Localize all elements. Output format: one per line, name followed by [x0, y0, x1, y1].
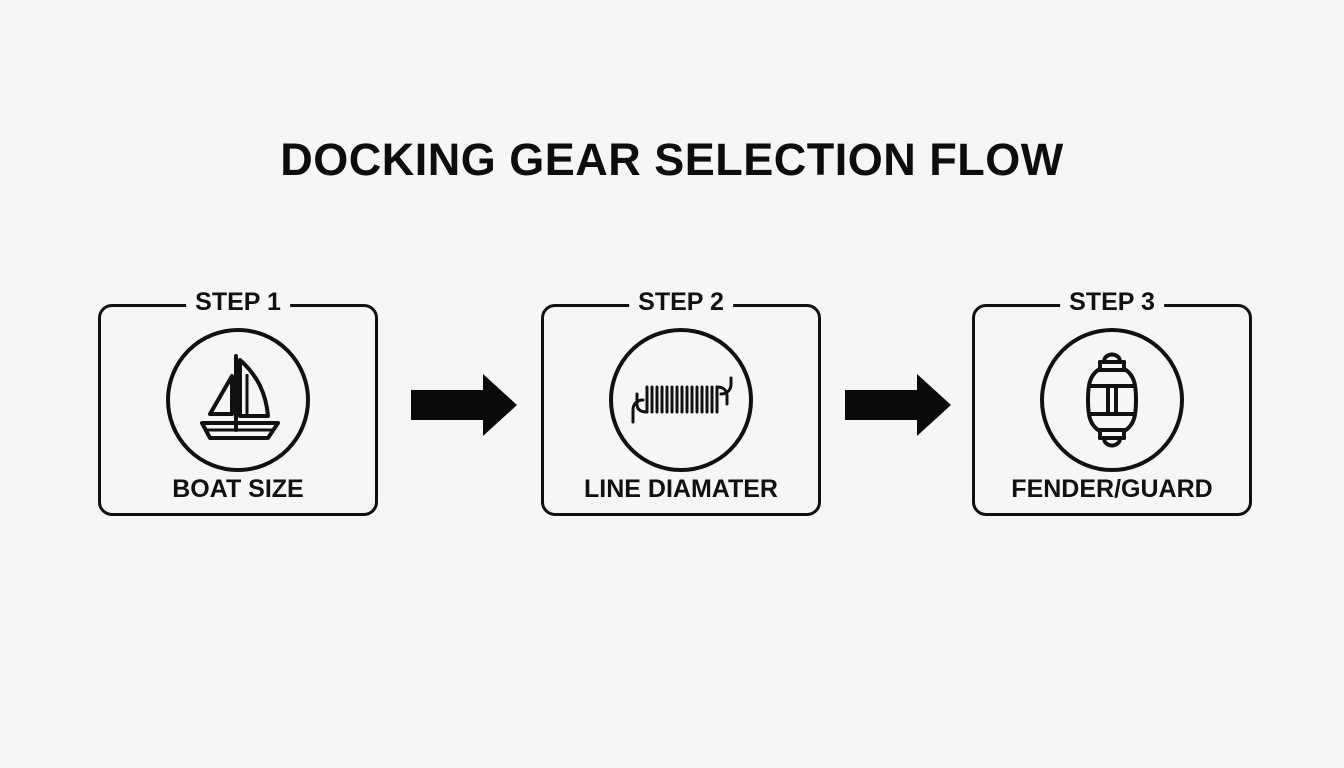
step-2-box: STEP 2 — [541, 287, 821, 516]
fender-icon — [1086, 352, 1138, 448]
step-3-label: STEP 3 — [1060, 287, 1164, 317]
step-1-box: STEP 1 BOAT SIZE — [98, 287, 378, 516]
step-2-icon-circle — [609, 328, 753, 472]
step-1-caption: BOAT SIZE — [172, 475, 304, 503]
step-1-icon-circle — [166, 328, 310, 472]
arrow-right-icon — [845, 374, 951, 436]
step-2-caption: LINE DIAMATER — [584, 475, 778, 503]
step-3-caption: FENDER/GUARD — [1011, 475, 1213, 503]
step-3-icon-circle — [1040, 328, 1184, 472]
sailboat-icon — [200, 354, 280, 440]
coiled-line-icon — [631, 376, 733, 424]
diagram-title: DOCKING GEAR SELECTION FLOW — [280, 134, 1064, 185]
step-3-box: STEP 3 — [972, 287, 1252, 516]
step-1-label: STEP 1 — [186, 287, 290, 317]
arrow-right-icon — [411, 374, 517, 436]
step-2-label: STEP 2 — [629, 287, 733, 317]
